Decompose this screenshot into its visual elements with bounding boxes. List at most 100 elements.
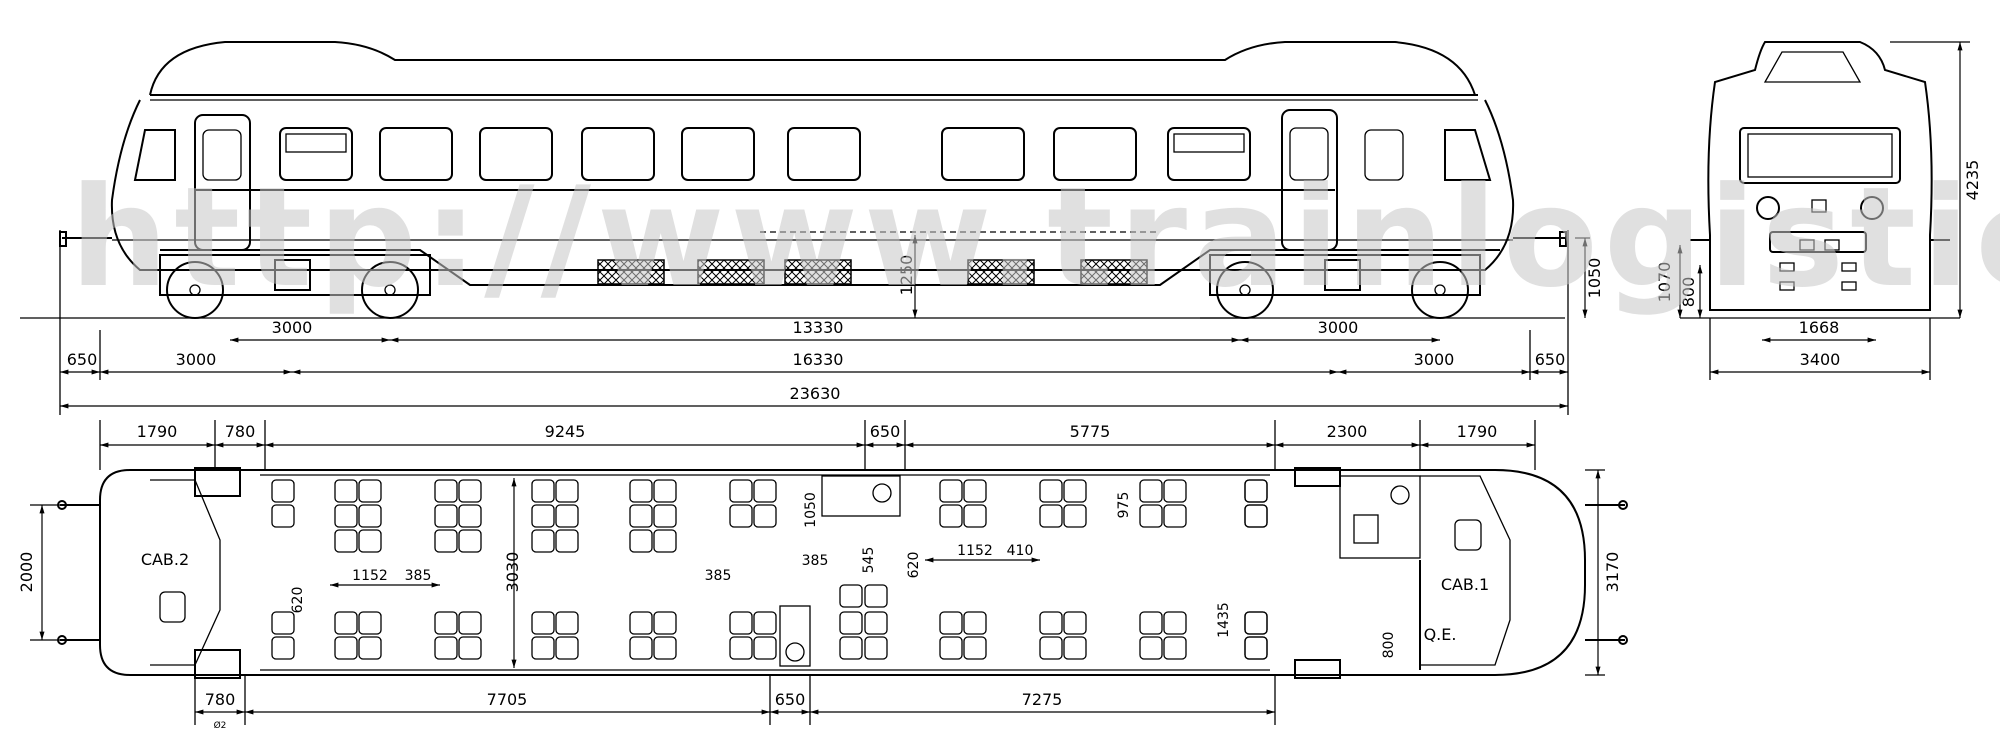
- seat: [1244, 611, 1268, 635]
- dim-bogie-wheelbase-left: 3000: [272, 318, 313, 337]
- seat: [1244, 479, 1268, 503]
- seat: [271, 611, 295, 635]
- dim-seat-pitch-a: 1152: [352, 568, 388, 584]
- dim-top-3: 9245: [545, 422, 586, 441]
- seat: [1063, 636, 1087, 660]
- seat: [271, 504, 295, 528]
- seat: [458, 479, 482, 503]
- seat: [358, 611, 382, 635]
- dim-top-6: 2300: [1327, 422, 1368, 441]
- seat: [434, 504, 458, 528]
- dim-step-c: 545: [861, 547, 877, 574]
- plan-view: CAB.2 CAB.1 Q.E. 1790 780 9245 650 5775 …: [17, 420, 1628, 731]
- cab-window-right: [1444, 129, 1492, 181]
- dim-bay-width: 975: [1116, 492, 1132, 519]
- plan-outline: [99, 469, 1586, 676]
- dim-step-a: 385: [705, 568, 732, 584]
- label-qe: Q.E.: [1424, 625, 1457, 644]
- seat: [555, 636, 579, 660]
- seat: [839, 584, 863, 608]
- dim-aisle-offset-b: 620: [906, 552, 922, 579]
- dim-top-2: 780: [225, 422, 256, 441]
- seat: [434, 479, 458, 503]
- dim-qe-offset: 800: [1381, 632, 1397, 659]
- dim-coupler-height: 800: [1679, 277, 1698, 308]
- seat: [729, 611, 753, 635]
- seat: [458, 636, 482, 660]
- dim-top-5: 5775: [1070, 422, 1111, 441]
- dim-bottom-1: 780: [205, 690, 236, 709]
- seat: [458, 611, 482, 635]
- seat: [358, 504, 382, 528]
- dim-top-4: 650: [870, 422, 901, 441]
- seat: [271, 479, 295, 503]
- seat: [358, 529, 382, 553]
- seat: [1063, 479, 1087, 503]
- seat: [1139, 636, 1163, 660]
- seat: [963, 611, 987, 635]
- side-view: 1250 1050 3000 13330 3000 650 3000 16330…: [20, 41, 1604, 415]
- front-windscreen: [1739, 127, 1901, 184]
- seat: [939, 504, 963, 528]
- end-view: 4235 1070 800 1668 3400: [1655, 41, 1982, 380]
- dim-seat-pitch-b: 385: [405, 568, 432, 584]
- dim-top-1: 1790: [137, 422, 178, 441]
- seat: [939, 636, 963, 660]
- seat: [1063, 504, 1087, 528]
- dim-length-over-buffers: 23630: [790, 384, 841, 403]
- seat: [1244, 504, 1268, 528]
- seat: [555, 479, 579, 503]
- seat: [458, 504, 482, 528]
- seat: [358, 636, 382, 660]
- dim-bottom-3: 650: [775, 690, 806, 709]
- seat: [531, 504, 555, 528]
- dim-between-bogies: 13330: [793, 318, 844, 337]
- seating-layout: [271, 479, 1268, 660]
- cut-label: Ø2: [214, 720, 227, 731]
- bogie-right: [1209, 254, 1481, 319]
- seat: [629, 611, 653, 635]
- seat: [939, 479, 963, 503]
- seat: [753, 479, 777, 503]
- dim-top-7: 1790: [1457, 422, 1498, 441]
- seat: [1063, 611, 1087, 635]
- seat: [1039, 504, 1063, 528]
- cab-window-left: [133, 129, 176, 181]
- dim-buffer-right: 650: [1535, 350, 1566, 369]
- dim-overall-width: 3170: [1603, 552, 1622, 593]
- dim-gauge: 1668: [1799, 318, 1840, 337]
- dim-end-width: 2000: [17, 552, 36, 593]
- seat: [729, 479, 753, 503]
- seat: [629, 479, 653, 503]
- dim-rear-bay: 1435: [1216, 602, 1232, 638]
- dim-interior-width: 3030: [503, 552, 522, 593]
- seat: [1039, 611, 1063, 635]
- seat: [531, 479, 555, 503]
- dim-buffer-left: 650: [67, 350, 98, 369]
- watermark: http://www.trainlogistic.com: [70, 157, 2000, 318]
- seat: [1163, 611, 1187, 635]
- dim-seat-pitch-c: 1152: [957, 543, 993, 559]
- seat: [555, 611, 579, 635]
- seat: [1139, 479, 1163, 503]
- seat: [753, 636, 777, 660]
- seat: [629, 529, 653, 553]
- seat: [629, 504, 653, 528]
- dim-total-height: 4235: [1963, 160, 1982, 201]
- seat: [653, 529, 677, 553]
- seat: [531, 636, 555, 660]
- seat: [358, 479, 382, 503]
- seat: [1163, 504, 1187, 528]
- seat: [729, 504, 753, 528]
- seat: [1163, 479, 1187, 503]
- seat: [864, 636, 888, 660]
- dim-bogie-centers: 16330: [793, 350, 844, 369]
- seat: [1244, 479, 1268, 503]
- dim-bogie-wheelbase-right: 3000: [1318, 318, 1359, 337]
- seat: [434, 529, 458, 553]
- seat: [334, 636, 358, 660]
- seat: [1244, 636, 1268, 660]
- seat: [963, 504, 987, 528]
